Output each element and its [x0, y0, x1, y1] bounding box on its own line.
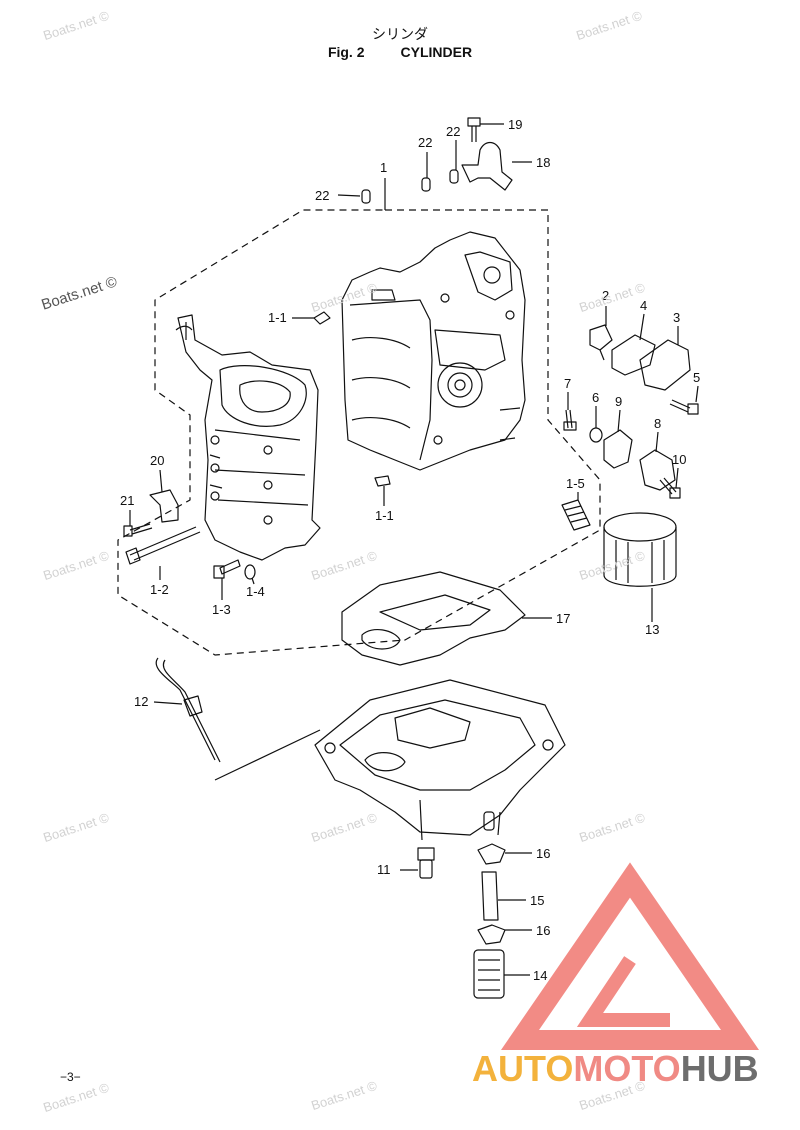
cylinder-block — [341, 231, 526, 471]
callout-16-upper: 16 — [536, 846, 550, 861]
callout-17: 17 — [556, 611, 570, 626]
callout-11: 11 — [377, 862, 391, 877]
dipstick-leader — [214, 729, 321, 781]
callout-10: 10 — [672, 452, 686, 467]
washer-1-4 — [244, 564, 256, 580]
callout-16-lower: 16 — [536, 923, 550, 938]
callout-4: 4 — [640, 298, 647, 313]
callout-1-1-lower: 1-1 — [375, 508, 394, 523]
callout-5: 5 — [693, 370, 700, 385]
callout-1-3: 1-3 — [212, 602, 231, 617]
callout-6: 6 — [592, 390, 599, 405]
bolt-10 — [659, 477, 681, 499]
figure-title: Fig. 2 CYLINDER — [0, 44, 800, 60]
figure-title-english: CYLINDER — [400, 44, 473, 60]
callout-1-5: 1-5 — [566, 476, 585, 491]
cylinder-left-half — [175, 314, 321, 561]
automotohub-logo-mark — [500, 862, 760, 1050]
hose-15 — [481, 871, 499, 921]
callout-12: 12 — [134, 694, 148, 709]
callout-9: 9 — [615, 394, 622, 409]
assembly-outline — [117, 209, 601, 656]
clamp-18 — [461, 141, 513, 191]
callout-22-left: 22 — [315, 188, 329, 203]
plug-1-1-upper — [313, 311, 331, 325]
callout-15: 15 — [530, 893, 544, 908]
clamp-16-upper — [477, 843, 506, 865]
bracket-20 — [149, 489, 179, 523]
bolt-5 — [669, 399, 699, 415]
brand-moto: MOTO — [573, 1048, 681, 1089]
bolt-1-3 — [213, 559, 241, 579]
callout-22-mid: 22 — [418, 135, 432, 150]
sender-2 — [589, 324, 613, 361]
bolt-1-2 — [125, 526, 201, 565]
bolt-19 — [467, 117, 481, 142]
gasket-9 — [603, 429, 633, 469]
oil-pan — [314, 679, 566, 841]
brand-auto: AUTO — [472, 1048, 574, 1089]
callout-22-right: 22 — [446, 124, 460, 139]
washer-6 — [589, 427, 603, 443]
page-number: −3− — [60, 1070, 81, 1084]
callout-8: 8 — [654, 416, 661, 431]
gasket-17 — [341, 571, 526, 666]
callout-1: 1 — [380, 160, 387, 175]
nipple — [483, 811, 495, 831]
figure-title-japanese: シリンダ — [372, 27, 428, 43]
plug-11 — [417, 847, 435, 879]
callout-1-1-upper: 1-1 — [268, 310, 287, 325]
bolt-21 — [123, 523, 153, 537]
cover-3 — [639, 339, 691, 391]
callout-1-4: 1-4 — [246, 584, 265, 599]
automotohub-logo: AUTOMOTOHUB — [472, 1048, 759, 1090]
oil-filter-13 — [603, 512, 677, 587]
callout-3: 3 — [673, 310, 680, 325]
bolt-7 — [563, 409, 577, 431]
clamp-16-lower — [477, 924, 506, 945]
callout-19: 19 — [508, 117, 522, 132]
plug-1-1-lower — [374, 475, 391, 487]
brand-hub: HUB — [680, 1048, 759, 1089]
callout-21: 21 — [120, 493, 134, 508]
callout-20: 20 — [150, 453, 164, 468]
callout-13: 13 — [645, 622, 659, 637]
callout-2: 2 — [602, 288, 609, 303]
figure-number: Fig. 2 — [327, 44, 365, 60]
strainer-14 — [473, 949, 505, 999]
callout-18: 18 — [536, 155, 550, 170]
dipstick-12 — [155, 657, 221, 763]
callout-7: 7 — [564, 376, 571, 391]
callout-1-2: 1-2 — [150, 582, 169, 597]
pin-22-left — [361, 189, 371, 204]
callout-14: 14 — [533, 968, 547, 983]
gasket-4 — [611, 334, 656, 376]
callout-labels: 1 1-1 1-1 1-2 1-3 1-4 1-5 2 3 4 5 6 7 8 … — [120, 117, 700, 983]
pin-22-right — [449, 169, 459, 184]
pin-22-mid — [421, 177, 431, 192]
plate-8 — [639, 449, 676, 491]
fitting-1-5 — [561, 499, 591, 531]
